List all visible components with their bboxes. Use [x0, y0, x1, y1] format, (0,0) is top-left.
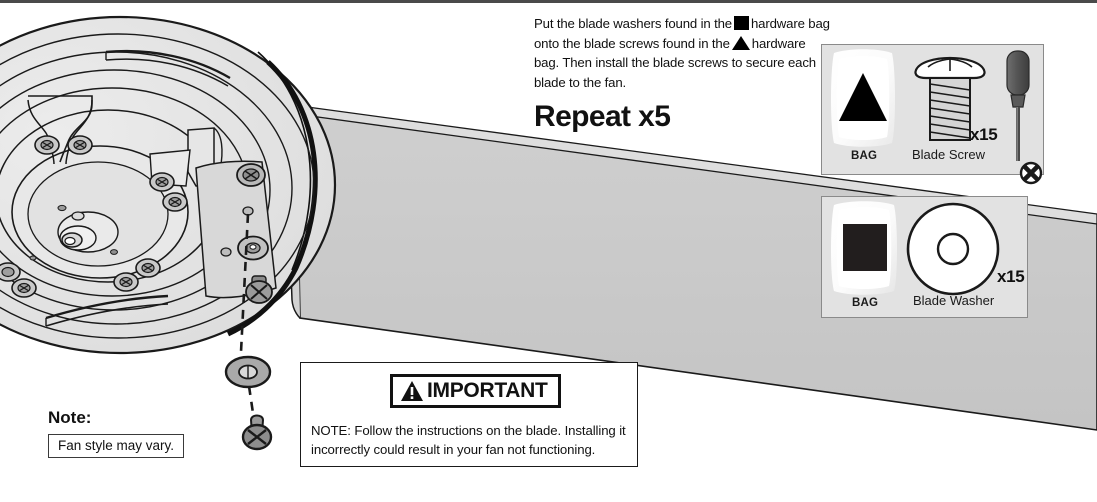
- blade-washer-callout: [224, 355, 272, 389]
- important-note-text: NOTE: Follow the instructions on the bla…: [311, 423, 626, 457]
- black-square-icon: [733, 16, 749, 30]
- assembly-dashed-line: [239, 213, 256, 421]
- note-title: Note:: [48, 408, 92, 427]
- bag-label-screw: BAG: [851, 150, 878, 162]
- top-divider: [0, 0, 1097, 3]
- hardware-panel-blade-washer: BAG Blade Washer x15: [821, 196, 1028, 318]
- black-triangle-icon: [731, 35, 750, 50]
- instruction-part1: Put the blade washers found in the: [534, 16, 732, 31]
- blade-screw-icon: [914, 56, 986, 141]
- bag-label-washer: BAG: [852, 297, 879, 309]
- phillips-screw-head-icon: [1019, 161, 1043, 185]
- panel-washer-graphics: [831, 201, 1000, 296]
- screwdriver-icon: [1006, 50, 1030, 161]
- part-label-blade-washer: Blade Washer: [913, 293, 995, 308]
- instruction-part2: hardware bag onto the blade screws found…: [534, 16, 830, 51]
- repeat-label: Repeat x5: [534, 100, 671, 133]
- instruction-part3: hardware bag. Then install the blade scr…: [534, 35, 816, 90]
- important-box: IMPORTANT NOTE: Follow the instructions …: [300, 362, 638, 467]
- housing-screws: [0, 135, 269, 298]
- blade-washer-icon: [906, 202, 1000, 296]
- note-box: Fan style may vary.: [48, 434, 185, 458]
- panel-screw-graphics: [831, 49, 1030, 161]
- hardware-panel-blade-screw: BAG Blade Screw x15: [821, 44, 1044, 175]
- bag-square: [831, 201, 897, 295]
- blade-screw-callout: [241, 414, 273, 451]
- qty-blade-washer: x15: [997, 267, 1025, 286]
- important-label: IMPORTANT: [427, 379, 548, 402]
- part-label-blade-screw: Blade Screw: [912, 147, 985, 162]
- qty-blade-screw: x15: [970, 125, 998, 144]
- warning-triangle-icon: [401, 381, 423, 401]
- installed-blade-screw: [245, 275, 273, 304]
- important-banner: IMPORTANT: [390, 374, 561, 408]
- bag-triangle: [831, 49, 895, 147]
